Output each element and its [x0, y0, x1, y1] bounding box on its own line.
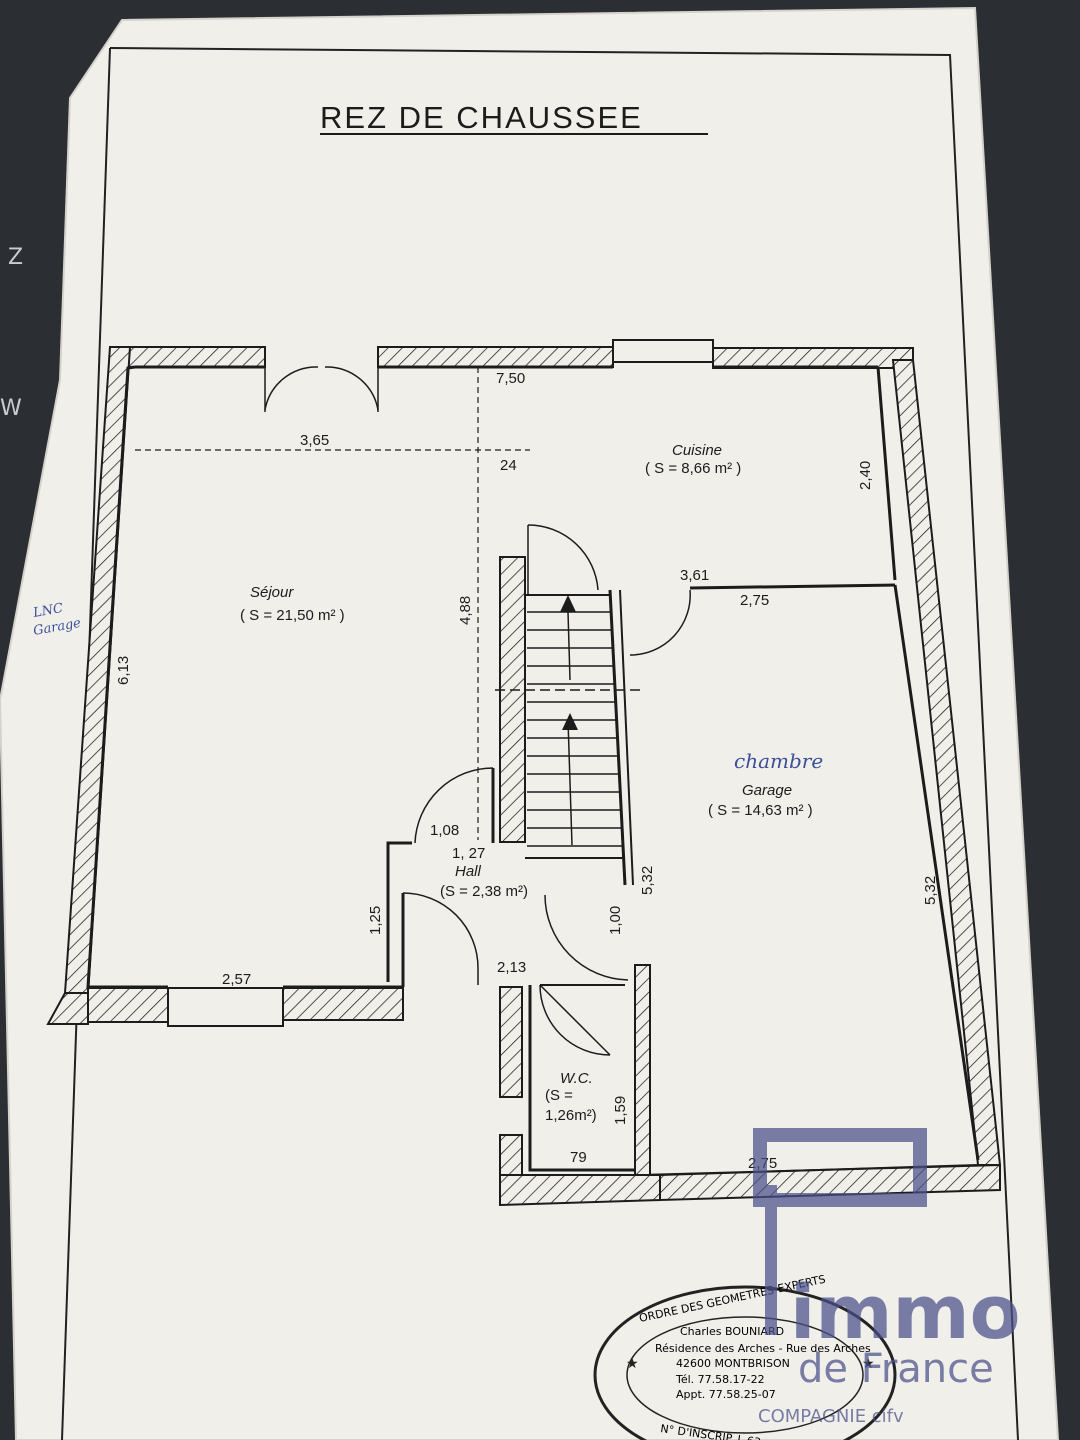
keyboard-key-z: Z: [8, 245, 24, 270]
dim-532-right: 5,32: [922, 876, 939, 905]
dim-127: 1, 27: [452, 845, 485, 862]
room-sejour-name: Séjour: [250, 584, 294, 601]
dim-488: 4,88: [457, 596, 474, 625]
stamp-city: 42600 MONTBRISON: [676, 1357, 790, 1370]
room-garage-area: ( S = 14,63 m² ): [708, 802, 813, 819]
handwritten-chambre: chambre: [734, 749, 823, 773]
dim-750: 7,50: [496, 370, 525, 387]
stamp-tel: Tél. 77.58.17-22: [675, 1373, 765, 1386]
dim-257: 2,57: [222, 971, 251, 988]
room-wc-area-line1: (S =: [545, 1087, 573, 1104]
room-wc-name: W.C.: [560, 1070, 593, 1087]
drawing-frame: [109, 47, 1019, 1440]
dim-361: 3,61: [680, 567, 709, 584]
doors: [264, 366, 691, 1056]
dim-79: 79: [570, 1149, 587, 1166]
star-icon: ★: [626, 1355, 639, 1371]
dim-24: 24: [500, 457, 517, 474]
room-garage-name: Garage: [742, 782, 792, 799]
room-sejour-area: ( S = 21,50 m² ): [240, 607, 345, 624]
room-hall-name: Hall: [455, 863, 482, 880]
handwritten-lnc: LNC: [31, 601, 64, 621]
star-icon-right: ★: [862, 1355, 875, 1371]
room-cuisine-area: ( S = 8,66 m² ): [645, 460, 741, 477]
walls: [46, 339, 1002, 1207]
dim-125: 1,25: [367, 906, 384, 935]
dim-532-mid: 5,32: [639, 866, 656, 895]
watermark-de-france: de France: [798, 1346, 994, 1392]
room-cuisine-name: Cuisine: [672, 442, 722, 459]
stamp-name: Charles BOUNIARD: [680, 1325, 784, 1338]
dim-240: 2,40: [857, 461, 874, 490]
watermark-immo: immo: [790, 1270, 1020, 1356]
floor-plan: REZ DE CHAUSSEE: [31, 100, 1002, 1207]
dim-275-top: 2,75: [740, 592, 769, 609]
keyboard-key-w: W: [0, 396, 22, 421]
stair-arrow-up-icon-2: [562, 713, 578, 730]
stamp-appt: Appt. 77.58.25-07: [676, 1388, 776, 1401]
watermark-cifv: COMPAGNIE cifv: [758, 1406, 904, 1427]
room-wc-area-line2: 1,26m²): [545, 1107, 597, 1124]
dim-213: 2,13: [497, 959, 526, 976]
room-hall-area: (S = 2,38 m²): [440, 883, 528, 900]
house-roof-icon: [753, 1128, 927, 1207]
stamp-address: Résidence des Arches - Rue des Arches: [655, 1342, 871, 1355]
watermark-logo: immo de France COMPAGNIE cifv: [753, 1128, 1020, 1427]
dim-365: 3,65: [300, 432, 329, 449]
plan-title: REZ DE CHAUSSEE: [320, 100, 643, 135]
dim-100: 1,00: [607, 906, 624, 935]
paper-sheet: [0, 6, 1060, 1440]
stair-arrow-up-icon: [560, 595, 576, 612]
measure-lines: [135, 367, 530, 840]
dim-108: 1,08: [430, 822, 459, 839]
dim-613: 6,13: [115, 656, 132, 685]
dim-159: 1,59: [612, 1096, 629, 1125]
